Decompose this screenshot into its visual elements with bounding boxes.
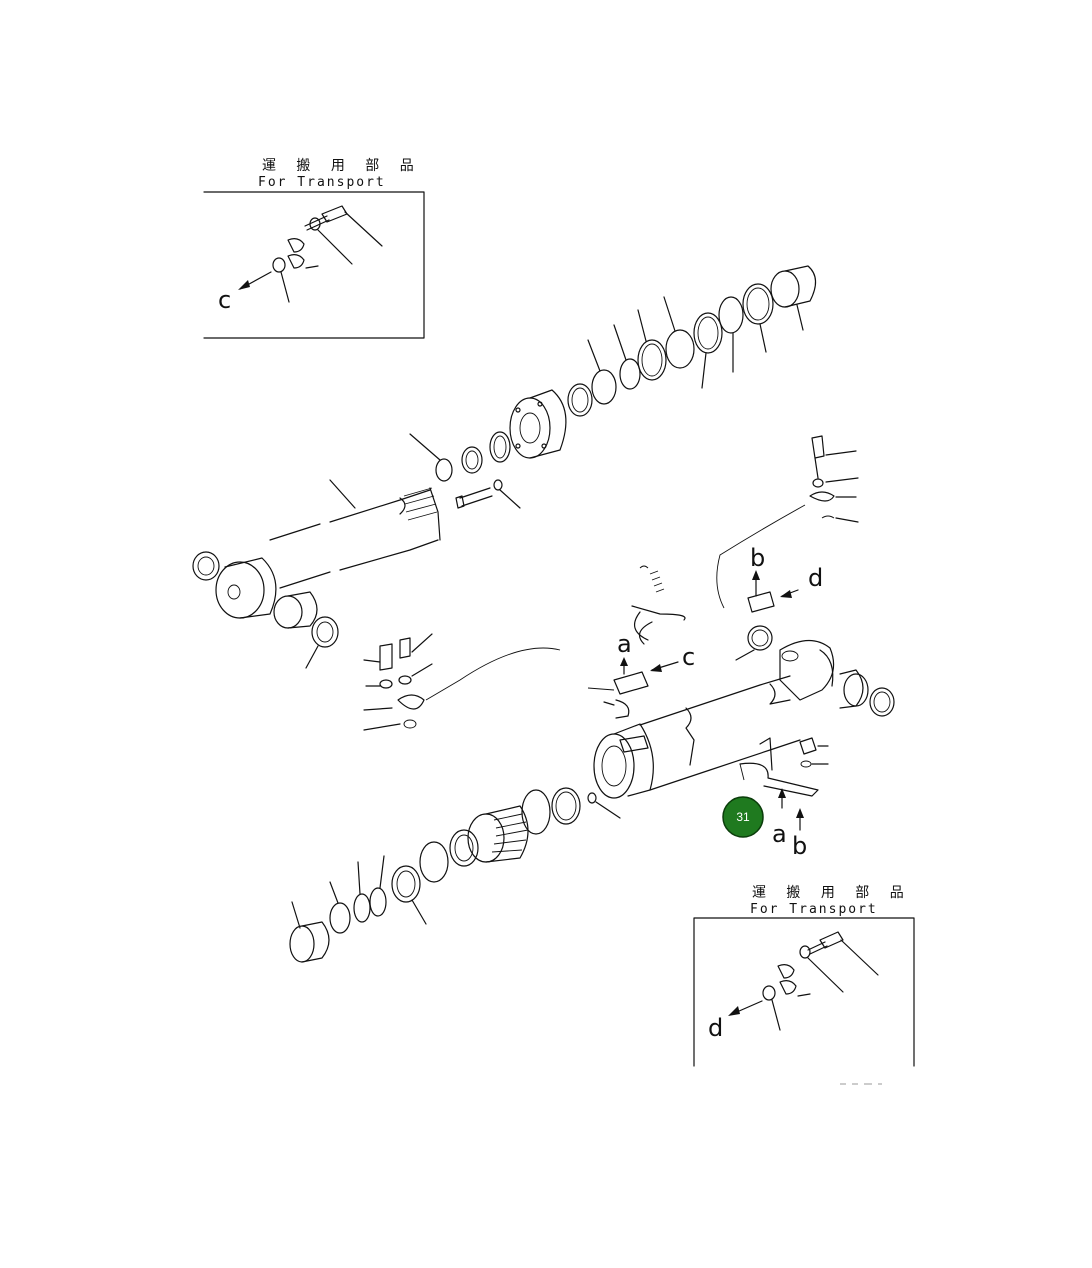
callouts-a-b-lower: a b [772,788,807,860]
piston-bolt [455,479,521,509]
inset-top-caption-en: For Transport [258,175,386,190]
clamp-part-bottom [777,964,811,997]
seal-ring-5 [637,309,667,381]
arrow-c-top: c [218,271,272,314]
hotspot-circle[interactable] [722,796,764,838]
fitting-nut-right [799,737,829,768]
hotspot-label[interactable]: 31 [736,810,750,824]
cylinder-tube [593,675,801,799]
ring-c [409,433,453,482]
arrow-d-bottom: d [708,1000,763,1042]
inset-bottom-caption-jp: 運 搬 用 部 品 [752,885,910,901]
rod-eye [215,557,277,619]
callout-d-upper: d [780,564,823,598]
head-ring-8 [329,881,351,934]
head-bushing [289,901,330,963]
callout-c-mid: c [650,643,695,672]
upper-cylinder-assembly [192,265,817,669]
inset-bottom-frame [693,917,915,1067]
inset-top-frame [203,191,425,339]
bushing-rod-eye [273,591,318,629]
seal-ring-8 [567,383,593,417]
seal-ring-2 [718,296,744,373]
letter-d-bottom: d [708,1014,723,1042]
inset-top-caption-jp: 運 搬 用 部 品 [262,158,420,174]
washer-part-bottom [799,945,844,993]
bushing-upper-right [770,265,817,331]
letter-c-mid: c [682,643,695,671]
seal-ring-1 [742,283,774,353]
spring-clip-group [631,565,686,645]
head-ring-6 [369,855,387,917]
cylinder-head [467,805,529,863]
bolt-part-bottom [807,931,879,976]
piston [509,389,567,459]
ring-b [461,446,483,474]
nut-part-bottom [762,985,781,1031]
head-ring-5 [391,865,427,925]
letter-a-low: a [772,820,787,848]
letter-d-upper: d [808,564,823,592]
left-middle-bolt-group [363,633,561,731]
transport-inset-bottom: 運 搬 用 部 品 For Transport d [693,885,915,1067]
washer-part [309,217,353,265]
seal-ring-6 [613,324,641,390]
bolt-part [304,205,383,247]
dust-seal-lower-upper [735,625,773,661]
part-hotspot-31[interactable]: 31 [722,796,764,838]
head-ring-1 [551,787,581,825]
nut-part [272,257,290,303]
clamp-part [287,238,319,269]
inset-bottom-caption-en: For Transport [750,902,878,917]
bushing-lower-right [839,669,869,709]
callout-a-mid: a [587,630,649,719]
dust-seal-left [192,551,220,581]
head-ring-7 [353,861,371,923]
callout-b-upper: b [747,544,775,613]
seal-ring-3 [693,312,723,389]
transport-inset-top: 運 搬 用 部 品 For Transport c [203,158,425,339]
letter-b-low: b [792,832,807,860]
head-ring-3 [449,829,479,867]
right-upper-clamp-group [716,435,859,609]
small-fitting [587,792,621,819]
dust-seal-rod-eye [305,616,339,669]
cylinder-bottom-eye [779,639,835,701]
ring-a [489,431,511,463]
seal-ring-4 [663,296,695,369]
head-ring-2 [521,789,551,835]
seal-ring-7 [587,339,617,405]
letter-a-mid: a [617,630,632,658]
head-ring-4 [419,841,449,883]
letter-c-top: c [218,286,231,314]
bracket-guard [739,737,819,797]
piston-rod [269,479,441,589]
letter-b-upper: b [750,544,765,572]
dust-seal-lower-right [869,687,895,717]
